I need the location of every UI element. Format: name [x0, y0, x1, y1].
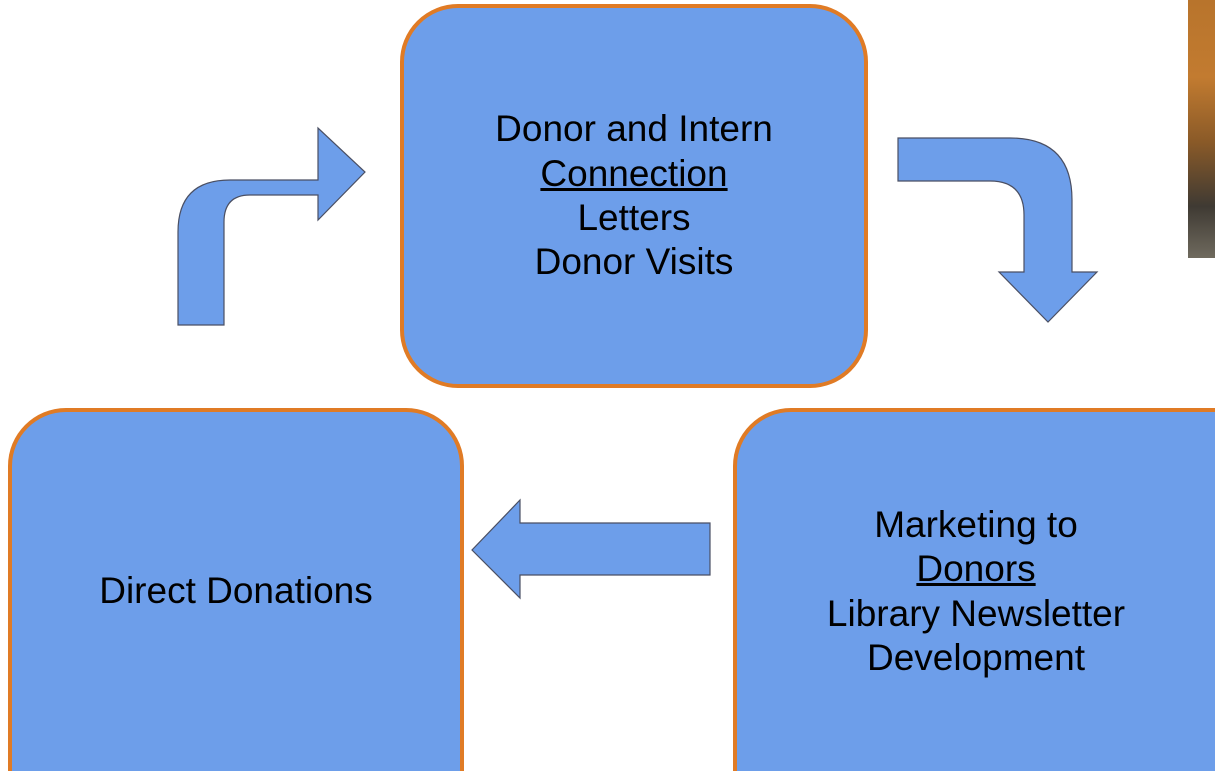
- node-right-line2: Donors: [916, 548, 1036, 590]
- node-donor-intern-connection: Donor and Intern Connection Letters Dono…: [400, 4, 868, 388]
- arrow-bent-up-right: [177, 126, 366, 326]
- node-top-line3: Letters: [577, 197, 691, 238]
- node-right-line1: Marketing to: [874, 503, 1078, 545]
- arrow-bent-right-down: [897, 137, 1099, 323]
- node-left-line1: Direct Donations: [99, 570, 373, 612]
- node-direct-donations: Direct Donations: [8, 408, 464, 771]
- node-top-line1: Donor and Intern: [495, 108, 773, 150]
- node-top-line2: Connection: [540, 152, 728, 194]
- photo-fragment: [1188, 0, 1215, 258]
- node-right-line3: Library Newsletter: [826, 592, 1126, 634]
- arrow-left: [471, 498, 711, 600]
- node-marketing-to-donors: Marketing to Donors Library Newsletter D…: [733, 408, 1215, 771]
- node-top-line4: Donor Visits: [534, 241, 734, 283]
- node-right-line4: Development: [866, 636, 1085, 678]
